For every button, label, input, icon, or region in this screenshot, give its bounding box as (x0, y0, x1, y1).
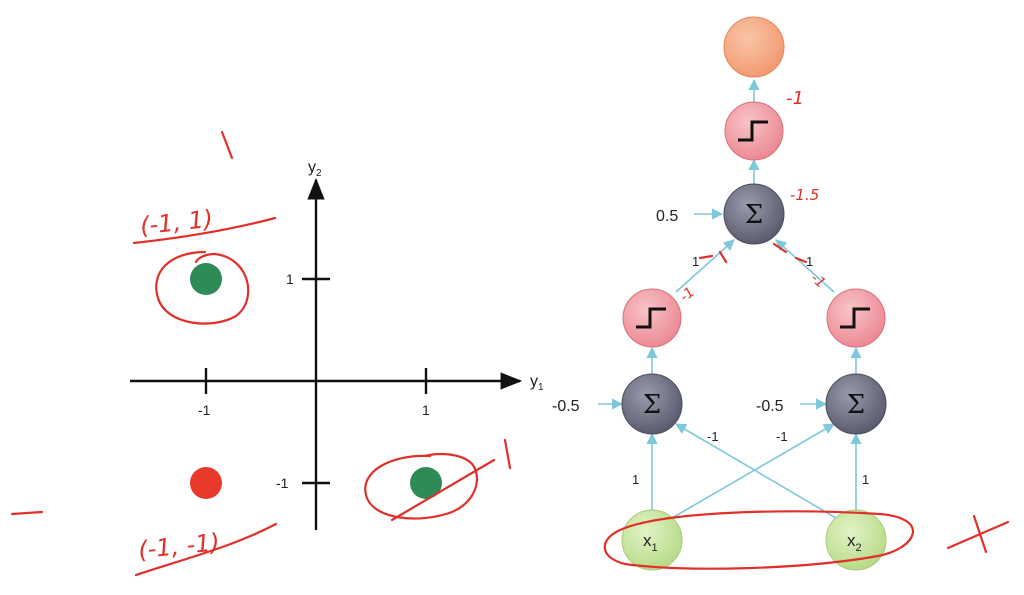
weight-label-x2-left: -1 (707, 429, 719, 444)
handwritten-sum-bias: -1.5 (790, 186, 819, 204)
weight-label-x1-right: -1 (776, 429, 788, 444)
step-icon (636, 307, 666, 329)
weight-label-x2-right: 1 (862, 472, 869, 487)
handwritten-cross (946, 514, 1010, 554)
data-point-1 (410, 467, 442, 499)
step-node-right (826, 288, 886, 348)
sum-symbol-left: Σ (643, 390, 661, 420)
handwritten-edge-marks (698, 242, 808, 264)
edge-left-step-to-sum (675, 239, 735, 293)
handwritten-strike (390, 458, 496, 522)
data-points (190, 263, 442, 499)
handwritten-right-edge: -1 (807, 270, 828, 291)
weight-label-right-top: 1 (806, 254, 813, 269)
handwritten-top-one: 1 (220, 130, 234, 160)
sum-symbol-right: Σ (847, 390, 865, 420)
sum-node-top (723, 183, 785, 245)
x-axis-label: y1 (530, 373, 544, 393)
weight-label-left-top: 1 (692, 254, 699, 269)
handwritten-circle-top (155, 250, 250, 325)
handwritten-output-bias: -1 (786, 88, 804, 109)
data-point-0 (190, 263, 222, 295)
handwritten-right-one: 1 (503, 438, 512, 470)
step-icon (840, 307, 870, 329)
handwritten-circle-bottom (364, 452, 478, 520)
y-axis-label: y2 (308, 159, 322, 179)
edge-right-step-to-sum (775, 239, 835, 293)
y-tick-label-pos: 1 (286, 271, 294, 287)
sum-symbol-top: Σ (745, 200, 763, 230)
weight-label-x1-left: 1 (632, 472, 639, 487)
handwritten-underline-bottom (134, 522, 278, 577)
input-node-x2 (825, 509, 887, 571)
x-tick-label-neg: -1 (198, 402, 211, 418)
input-label-x1: x1 (643, 531, 658, 554)
handwritten-coord-bottom: (-1, -1) (137, 528, 221, 564)
output-node (723, 16, 785, 78)
input-node-x1 (621, 509, 683, 571)
sum-node-left (621, 373, 683, 435)
handwritten-input-circle (603, 510, 914, 570)
x-tick-label-pos: 1 (422, 402, 430, 418)
bias-label-left: -0.5 (552, 398, 580, 415)
sum-node-right (825, 373, 887, 435)
handwritten-underline-top (132, 216, 277, 245)
edge-x2-to-left-sum (675, 423, 837, 519)
input-label-x2: x2 (847, 531, 862, 554)
edge-x1-to-right-sum (671, 423, 835, 519)
data-point-2 (190, 467, 222, 499)
step-node-left (622, 288, 682, 348)
handwritten-coord-top: (-1, 1) (139, 205, 215, 240)
step-node-top (724, 101, 784, 161)
handwritten-left-dash: - (10, 510, 44, 516)
bias-label-top: 0.5 (656, 208, 678, 225)
network-diagram: Σ Σ Σ x1 x2 0.5 -0.5 -0.5 1 1 1 1 -1 -1 … (552, 16, 1010, 571)
xor-plot: -1 1 1 -1 y2 y1 1 (-1, 1) - (-1, -1) 1 (10, 130, 544, 577)
step-icon (738, 120, 768, 142)
y-tick-label-neg: -1 (276, 475, 289, 491)
bias-label-right: -0.5 (756, 398, 784, 415)
